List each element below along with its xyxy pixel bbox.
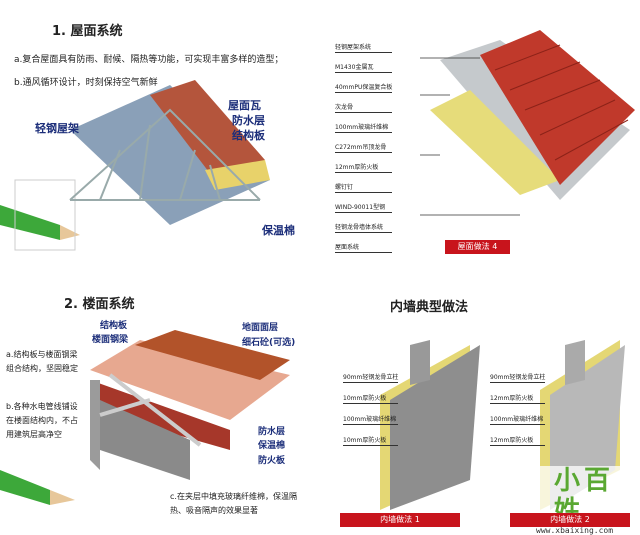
wall-label: 10mm厚防火板 xyxy=(343,393,399,404)
watermark: 小百姓 www.xbaixing.com xyxy=(530,466,640,535)
wall-right-badge: 内墙做法 2 xyxy=(510,513,630,527)
wall-label: 12mm厚防火板 xyxy=(490,435,546,446)
wall-label: 90mm轻钢龙骨立柱 xyxy=(343,374,399,383)
detail-label: M1430金属瓦 xyxy=(335,62,393,73)
floor-title: 2. 楼面系统 xyxy=(64,297,135,312)
label-truss: 轻钢屋架 xyxy=(35,122,79,135)
detail-label: 螺钉钉 xyxy=(335,182,393,193)
label-floor-waterproof: 防水层 xyxy=(258,427,286,437)
roof-title: 1. 屋面系统 xyxy=(52,24,123,39)
detail-label: 轻钢屋架系统 xyxy=(335,42,393,53)
watermark-url: www.xbaixing.com xyxy=(536,526,614,535)
roof-detail-badge: 屋面做法 4 xyxy=(445,240,510,254)
pencil-illustration xyxy=(0,179,80,251)
label-floor-board: 结构板 xyxy=(100,321,128,331)
floor-note-c: c.在夹层中填充玻璃纤维棉，保温隔热、吸音隔声的效果显著 xyxy=(170,492,297,515)
detail-label: C272mm吊顶龙骨 xyxy=(335,142,393,153)
wall-label: 90mm轻钢龙骨立柱 xyxy=(490,374,546,383)
wall-label: 100mm玻璃纤维棉 xyxy=(490,414,546,425)
detail-label: 次龙骨 xyxy=(335,102,393,113)
label-floor-insulation: 保温棉 xyxy=(258,441,286,451)
detail-label: 12mm厚防火板 xyxy=(335,162,393,173)
label-board: 结构板 xyxy=(232,129,265,142)
wall-left-badge: 内墙做法 1 xyxy=(340,513,460,527)
label-floor-beam: 楼面钢梁 xyxy=(92,335,129,345)
detail-label: 100mm玻璃纤维棉 xyxy=(335,122,393,133)
roof-detail-diagram xyxy=(420,30,635,216)
wall-title: 内墙典型做法 xyxy=(390,300,469,315)
wall-left-labels: 90mm轻钢龙骨立柱 10mm厚防火板 100mm玻璃纤维棉 10mm厚防火板 xyxy=(343,372,399,446)
roof-diagram xyxy=(69,80,270,225)
roof-note-a: a.复合屋面具有防雨、耐候、隔热等功能，可实现丰富多样的造型； xyxy=(14,55,284,65)
label-fireboard: 防火板 xyxy=(258,456,286,466)
label-waterproof: 防水层 xyxy=(232,114,265,127)
wall-label: 100mm玻璃纤维棉 xyxy=(343,414,399,425)
roof-note-b: b.通风循环设计，时刻保持空气新鲜 xyxy=(14,78,158,88)
wall-diagrams xyxy=(380,340,625,510)
label-insulation: 保温棉 xyxy=(262,224,295,237)
detail-label: 轻钢龙骨墙体系统 xyxy=(335,222,393,233)
wall-label: 10mm厚防火板 xyxy=(343,435,399,446)
label-tile: 屋面瓦 xyxy=(228,99,261,112)
floor-diagram xyxy=(0,330,290,505)
detail-label: WIND-90011型钢 xyxy=(335,202,393,213)
floor-note-a: a.结构板与楼面钢梁组合结构，坚固稳定 xyxy=(6,350,78,373)
floor-note-b: b.各种水电管线铺设在楼面结构内，不占用建筑层高净空 xyxy=(6,402,78,439)
wall-right-labels: 90mm轻钢龙骨立柱 12mm厚防火板 100mm玻璃纤维棉 12mm厚防火板 xyxy=(490,372,546,446)
watermark-logo: 小百姓 xyxy=(554,466,615,526)
label-surface: 地面面层 xyxy=(242,323,279,333)
wall-label: 12mm厚防火板 xyxy=(490,393,546,404)
roof-detail-labels: 轻钢屋架系统 M1430金属瓦 40mmPU保温复合板 次龙骨 100mm玻璃纤… xyxy=(335,42,393,253)
detail-label: 40mmPU保温复合板 xyxy=(335,84,393,93)
label-concrete: 细石砼(可选) xyxy=(242,338,296,348)
detail-label: 屋面系统 xyxy=(335,242,393,253)
